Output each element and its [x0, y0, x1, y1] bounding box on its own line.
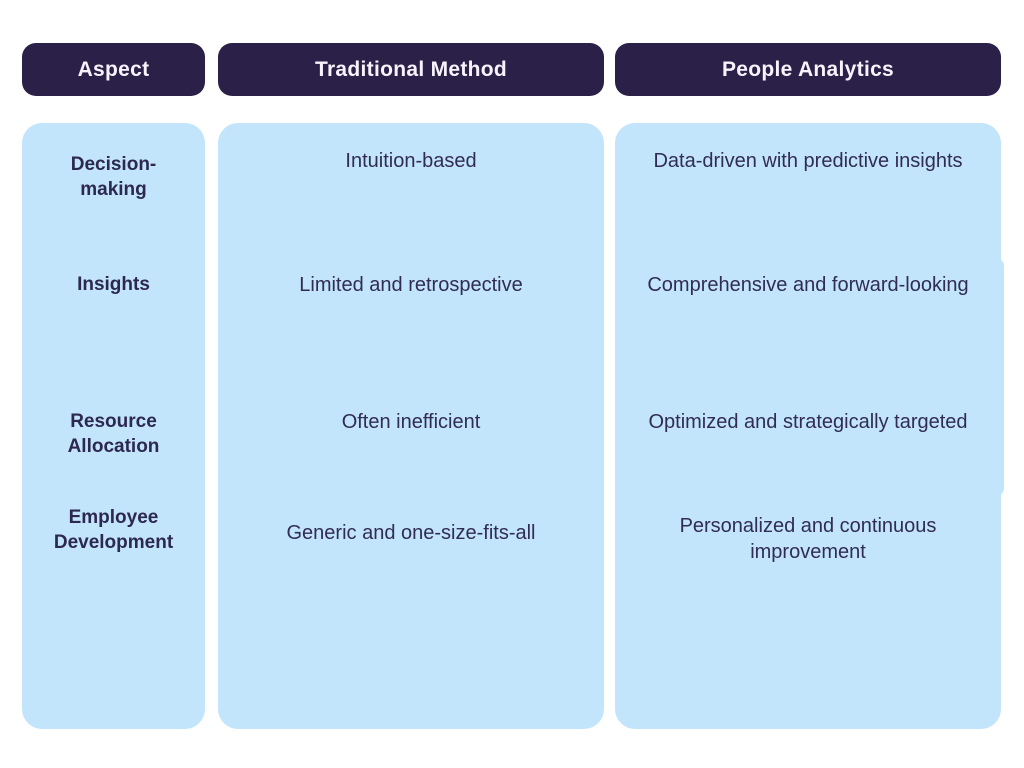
cell-aspect-employee-development: Employee Development [53, 507, 174, 553]
cell-analytics-insights: Comprehensive and forward-looking [647, 274, 969, 296]
column-aspect: Decision-making Insights Resource Alloca… [22, 123, 205, 729]
cell-aspect-resource-allocation: Resource Allocation [67, 411, 160, 457]
cell-analytics-employee-development: Personalized and continuous improvement [679, 515, 937, 563]
header-traditional-method: Traditional Method [218, 43, 604, 96]
header-aspect: Aspect [22, 43, 205, 96]
header-people-analytics-label: People Analytics [721, 57, 895, 81]
cell-traditional-decision-making: Intuition-based [345, 150, 477, 172]
header-traditional-method-label: Traditional Method [314, 57, 508, 81]
cell-aspect-decision-making: Decision-making [70, 154, 157, 200]
cell-traditional-employee-development: Generic and one-size-fits-all [286, 522, 536, 544]
column-people-analytics: Data-driven with predictive insights Com… [615, 123, 1004, 729]
header-people-analytics: People Analytics [615, 43, 1001, 96]
cell-traditional-resource-allocation: Often inefficient [341, 411, 481, 433]
cell-aspect-insights: Insights [77, 274, 150, 295]
cell-analytics-resource-allocation: Optimized and strategically targeted [648, 411, 968, 433]
cell-traditional-insights: Limited and retrospective [299, 274, 523, 296]
column-traditional-method: Intuition-based Limited and retrospectiv… [218, 123, 604, 729]
header-aspect-label: Aspect [77, 57, 150, 81]
cell-analytics-decision-making: Data-driven with predictive insights [653, 150, 963, 172]
